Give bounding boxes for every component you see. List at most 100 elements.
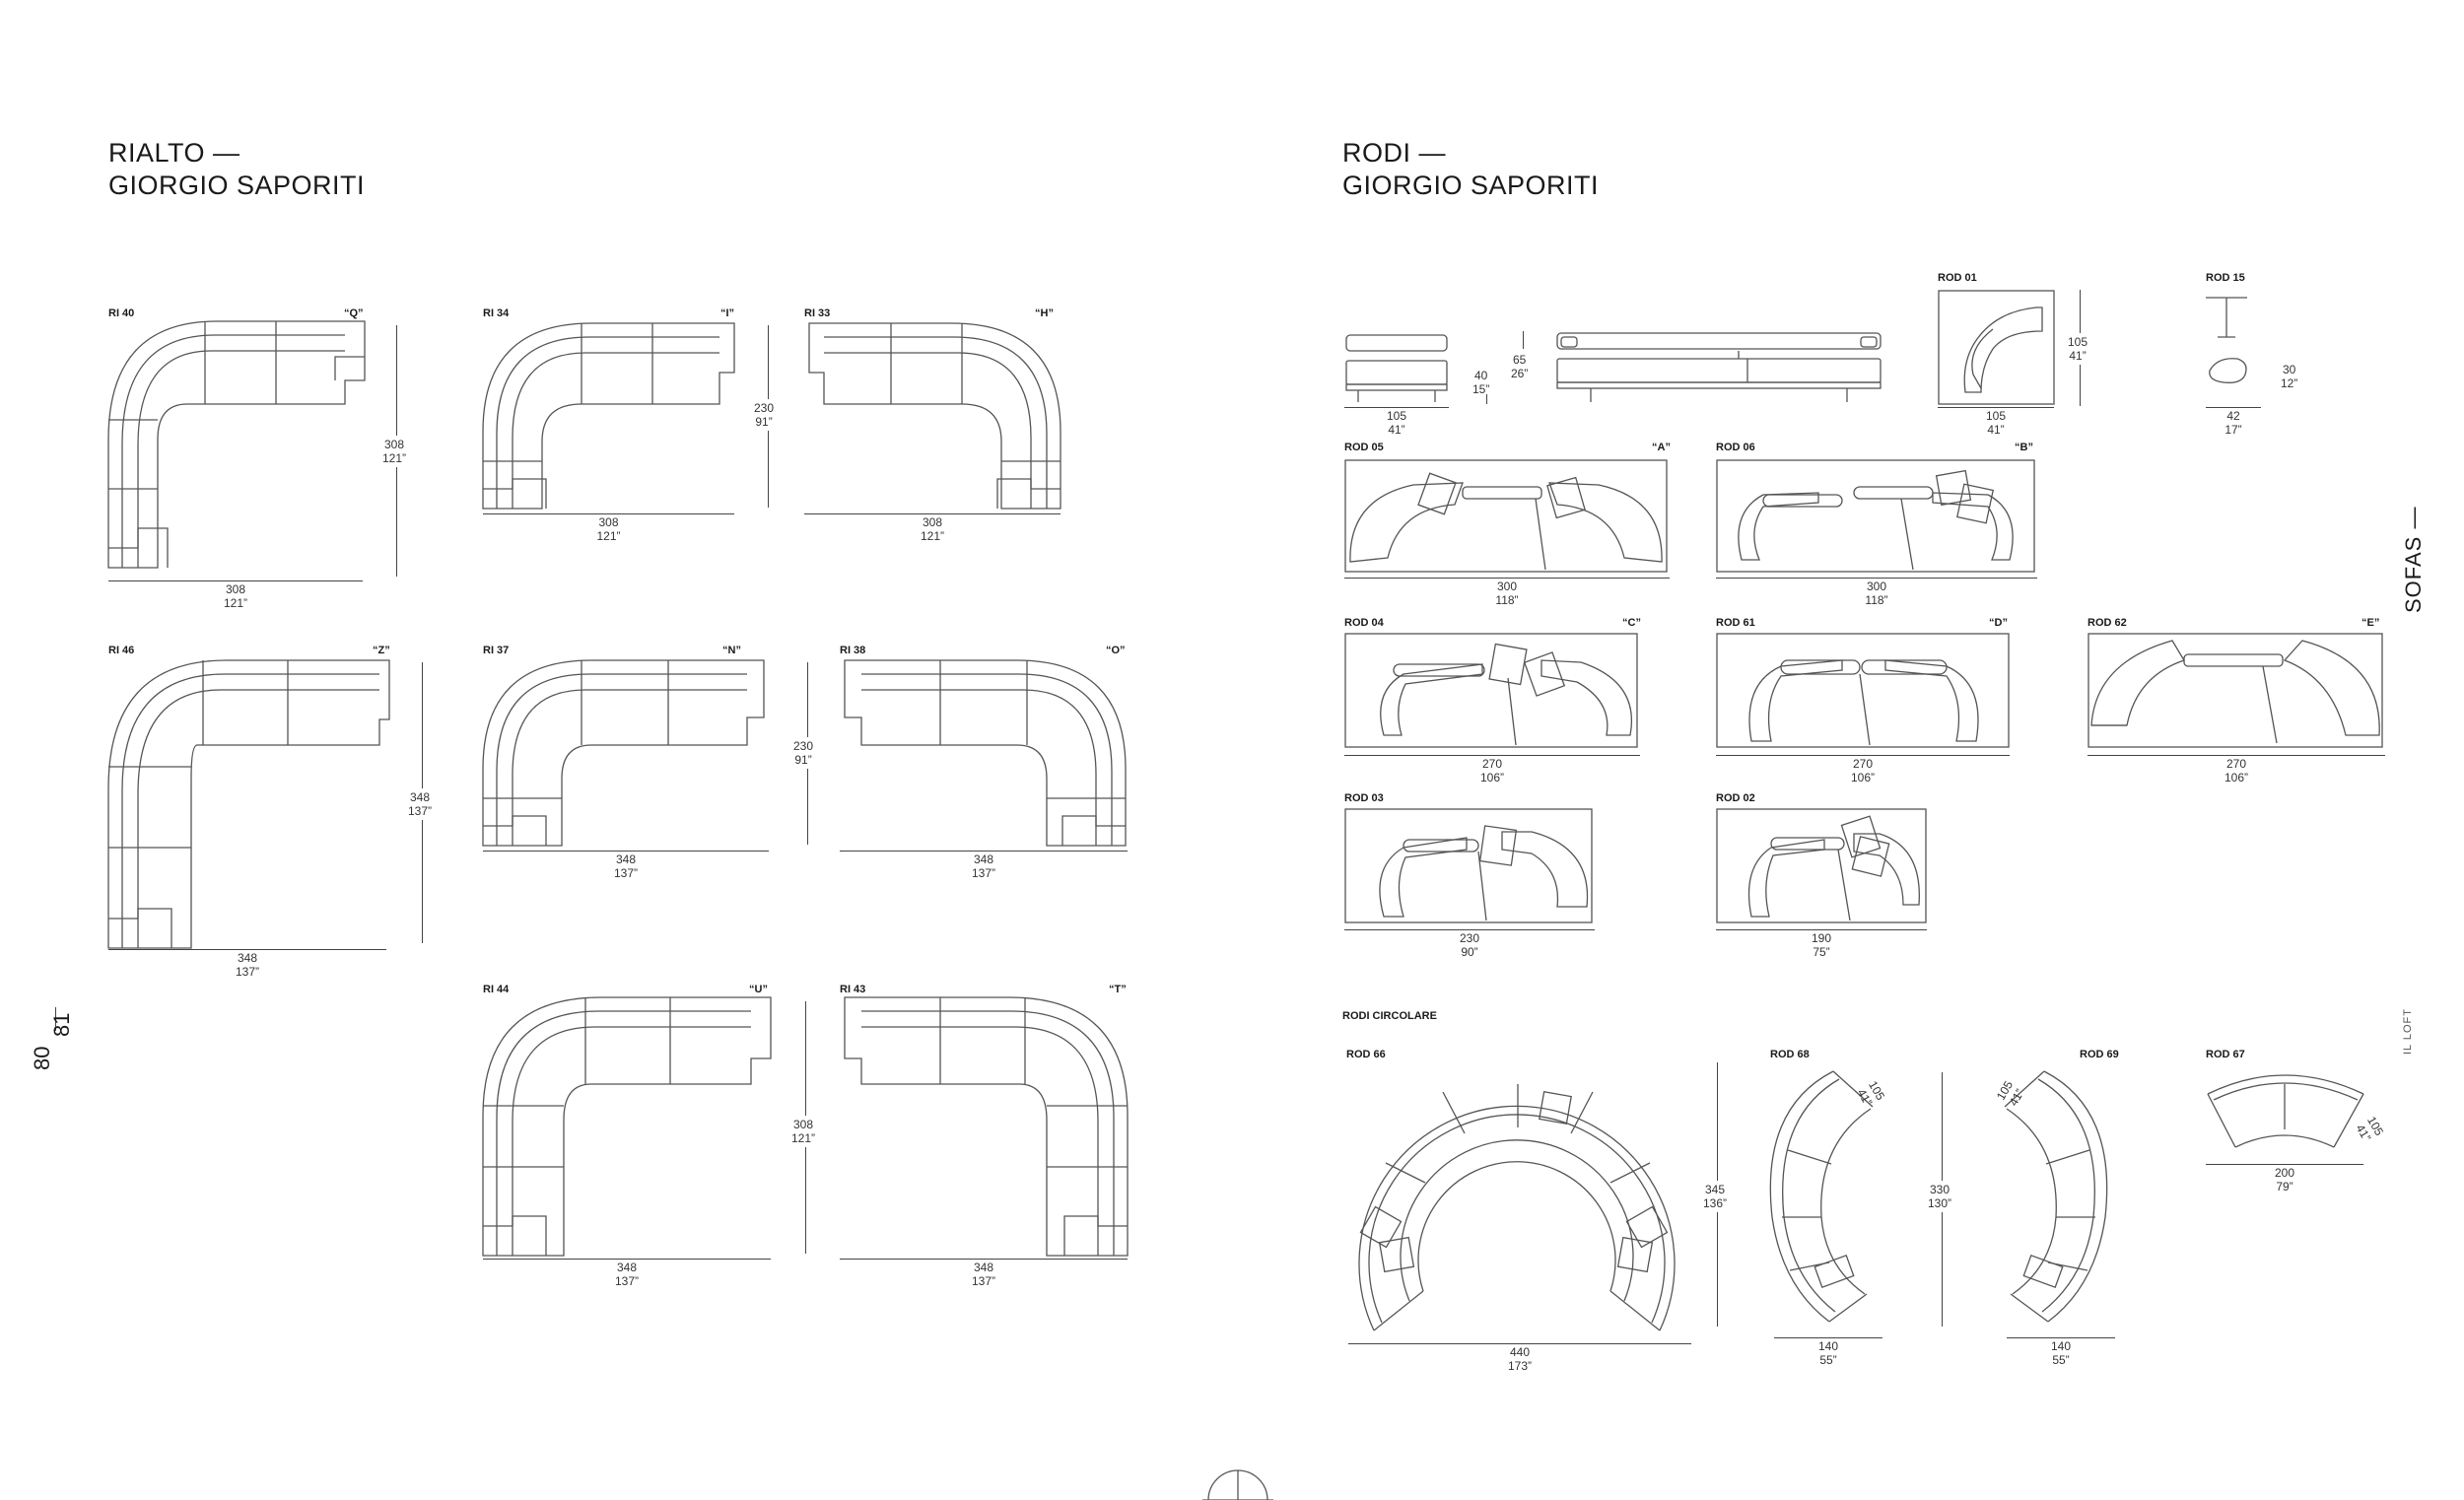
circular-sofa-drawing: [2207, 1074, 2364, 1148]
model-code: ROD 68: [1770, 1049, 1810, 1060]
model-code: ROD 62: [2088, 617, 2127, 629]
dim-cm: 230: [793, 739, 814, 753]
dim-cm: 230: [1459, 931, 1480, 945]
dim-cm: 308: [225, 582, 246, 596]
dim-cm: 348: [410, 790, 431, 804]
dim-in: 90”: [1461, 945, 1478, 959]
model-letter: “T”: [1109, 984, 1127, 995]
model-letter: “E”: [2361, 617, 2380, 629]
dim-in: 75”: [1813, 945, 1830, 959]
dim-cm: 308: [922, 515, 943, 529]
sofa-plan-drawing: [1716, 808, 1927, 923]
dim-cm: 345: [1705, 1183, 1726, 1196]
model-code: ROD 15: [2206, 272, 2245, 284]
page-number-left: 80: [30, 1046, 54, 1070]
dim-cm: 300: [1866, 580, 1887, 593]
dim-in: 137”: [614, 1274, 640, 1288]
dim-in: 118”: [1865, 593, 1888, 607]
model-code: RI 40: [108, 307, 135, 319]
dim-cm: 440: [1509, 1345, 1531, 1359]
dimension-line: [1486, 394, 1487, 404]
dim-in: 121”: [920, 529, 945, 543]
dim-in: 137”: [235, 965, 260, 979]
dim-in: 106”: [1850, 771, 1876, 784]
model-code: RI 37: [483, 645, 510, 656]
sofa-plan-drawing: [844, 996, 1129, 1257]
sofa-plan-drawing: [1938, 290, 2055, 405]
dim-in: 121”: [382, 451, 407, 465]
dim-cm: 105: [1386, 409, 1407, 423]
dim-cm: 300: [1496, 580, 1518, 593]
circular-sofa-drawing: [2004, 1070, 2108, 1323]
dim-in: 55”: [2052, 1353, 2070, 1367]
dim-in: 137”: [408, 804, 433, 818]
sofa-plan-drawing: [1344, 633, 1638, 748]
rialto-title-line1: RIALTO —: [108, 138, 240, 168]
model-code: ROD 01: [1938, 272, 1977, 284]
model-code: RI 43: [840, 984, 866, 995]
dim-cm: 348: [237, 951, 258, 965]
model-letter: “B”: [2015, 442, 2033, 453]
sofa-plan-drawing: [1344, 459, 1668, 573]
model-letter: “Z”: [373, 645, 390, 656]
dim-in: 55”: [1819, 1353, 1837, 1367]
section-label: RODI CIRCOLARE: [1342, 1010, 1437, 1022]
model-code: ROD 03: [1344, 792, 1384, 804]
model-code: RI 38: [840, 645, 866, 656]
rialto-title: RIALTO — GIORGIO SAPORITI: [108, 137, 365, 202]
dim-in: 137”: [971, 1274, 996, 1288]
side-table-drawing: [2206, 297, 2247, 383]
dim-in: 137”: [613, 866, 639, 880]
model-code: ROD 61: [1716, 617, 1755, 629]
sofa-side-elevation: [1345, 334, 1448, 402]
dim-cm: 348: [615, 852, 637, 866]
circular-sofa-drawing: [1769, 1070, 1874, 1323]
model-letter: “I”: [720, 307, 735, 319]
section-side-label: SOFAS —: [2401, 506, 2426, 613]
registration-mark-icon: [1202, 1469, 1273, 1500]
model-letter: “Q”: [344, 307, 364, 319]
dim-in: 15”: [1472, 382, 1490, 396]
dim-in: 121”: [791, 1131, 816, 1145]
dim-cm: 40: [1473, 369, 1488, 382]
dim-in: 130”: [1928, 1196, 1952, 1210]
dim-cm: 230: [754, 401, 775, 415]
model-code: RI 44: [483, 984, 510, 995]
brand-tag: IL LOFT: [2402, 1008, 2414, 1055]
sofa-plan-drawing: [107, 659, 390, 949]
sofa-plan-drawing: [808, 322, 1061, 510]
sofa-plan-drawing: [2088, 633, 2383, 748]
dim-in: 91”: [755, 415, 773, 429]
dim-cm: 308: [384, 438, 405, 451]
model-code: RI 46: [108, 645, 135, 656]
dim-cm: 348: [616, 1261, 638, 1274]
dim-in: 41”: [2069, 349, 2087, 363]
rodi-title-line1: RODI —: [1342, 138, 1447, 168]
dim-cm: 65: [1512, 353, 1527, 367]
dim-cm: 308: [598, 515, 619, 529]
dim-in: 106”: [2224, 771, 2249, 784]
dim-cm: 190: [1811, 931, 1832, 945]
dimension-line: [1523, 331, 1524, 349]
dim-cm: 105: [1985, 409, 2007, 423]
model-code: RI 33: [804, 307, 831, 319]
dim-in: 17”: [2224, 423, 2242, 437]
sofa-front-elevation: [1556, 332, 1882, 402]
sofa-plan-drawing: [482, 322, 735, 510]
